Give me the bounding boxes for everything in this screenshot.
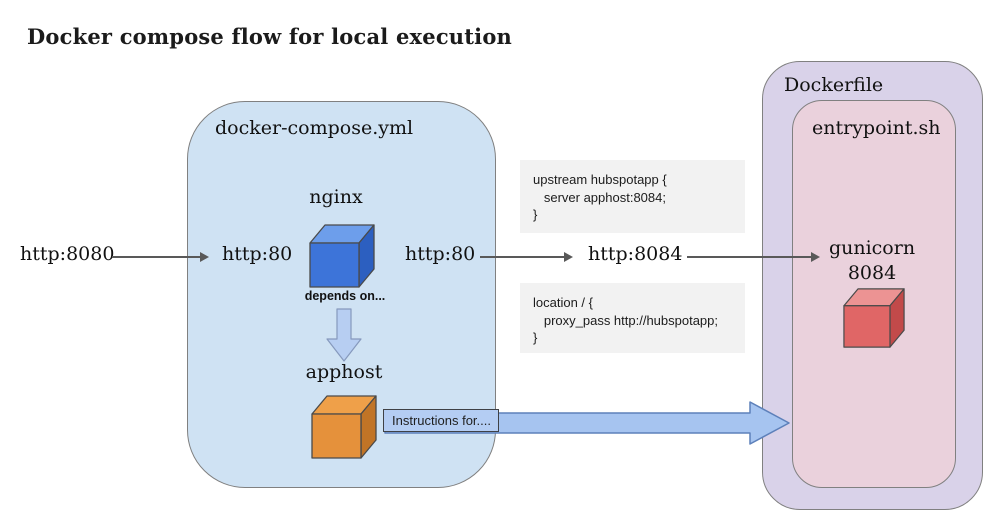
nginx-node-label: nginx: [309, 186, 363, 208]
nginx-cube-icon: [309, 224, 375, 288]
nginx-port-out-label: http:80: [405, 243, 476, 265]
nginx-location-config-snippet: location / { proxy_pass http://hubspotap…: [520, 283, 745, 353]
depends-on-down-arrow: [326, 308, 362, 362]
nginx-port-in-label: http:80: [222, 243, 293, 265]
diagram-title: Docker compose flow for local execution: [27, 24, 513, 49]
instructions-arrow-label: Instructions for....: [383, 409, 499, 432]
external-port-label: http:8080: [20, 243, 115, 265]
dockerfile-label: Dockerfile: [784, 74, 884, 96]
instructions-block-arrow: [384, 401, 790, 445]
apphost-cube-icon: [311, 395, 377, 459]
depends-on-note: depends on...: [304, 289, 386, 303]
entrypoint-label: entrypoint.sh: [812, 117, 941, 139]
nginx-upstream-config-snippet: upstream hubspotapp { server apphost:808…: [520, 160, 745, 233]
gunicorn-cube-icon: [843, 288, 905, 348]
docker-compose-label: docker-compose.yml: [215, 117, 414, 139]
apphost-node-label: apphost: [305, 361, 383, 383]
gunicorn-port: 8084: [847, 262, 897, 284]
gunicorn-node-label: gunicorn 8084: [817, 236, 927, 286]
upstream-port-label: http:8084: [588, 243, 683, 265]
gunicorn-name: gunicorn: [828, 237, 916, 259]
